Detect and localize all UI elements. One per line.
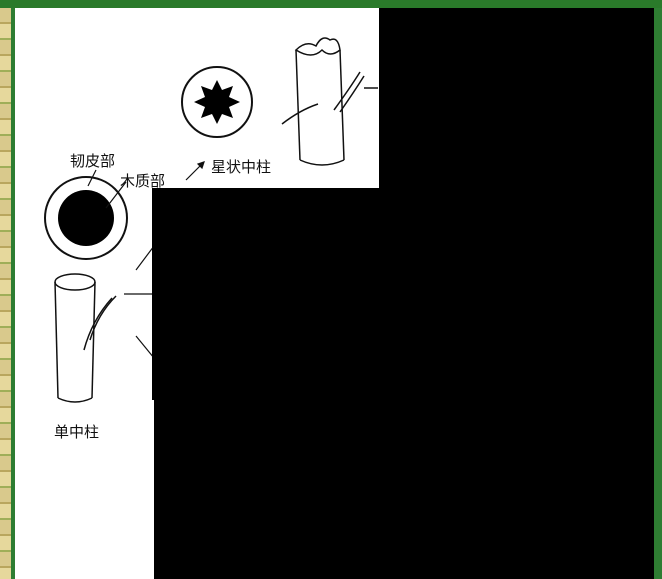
xylem-label: 木质部 xyxy=(120,172,166,190)
actinostele-cross-section xyxy=(181,66,253,138)
occlusion-bottom xyxy=(154,400,379,579)
left-frame-border xyxy=(11,8,15,579)
haplostele-cross-section xyxy=(44,169,128,260)
right-frame-border xyxy=(654,8,662,579)
occlusion-middle xyxy=(152,188,379,400)
occlusion-right xyxy=(379,8,654,579)
actinostele-label: 星状中柱 xyxy=(211,158,272,176)
haplostele-cylinder xyxy=(54,273,117,403)
left-decorative-texture xyxy=(0,8,11,579)
top-frame-bar xyxy=(0,0,662,8)
haplostele-label: 单中柱 xyxy=(54,423,100,441)
phloem-label: 韧皮部 xyxy=(70,152,116,170)
connector-lines xyxy=(124,161,205,359)
actinostele-cylinder xyxy=(281,37,378,166)
